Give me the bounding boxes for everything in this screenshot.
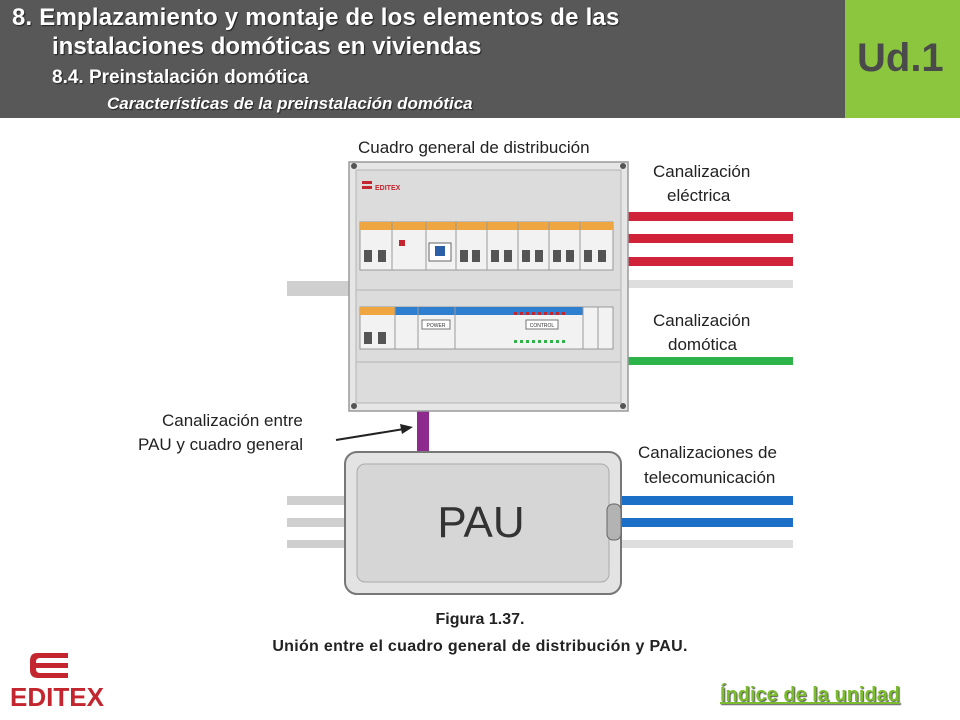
- figure-caption: Unión entre el cuadro general de distrib…: [272, 638, 688, 655]
- unit-badge: Ud.1: [845, 0, 960, 118]
- power-module-label: POWER: [427, 323, 446, 329]
- distribution-board-title: Cuadro general de distribución: [358, 138, 590, 157]
- slide-title-line1: 8. Emplazamiento y montaje de los elemen…: [12, 4, 620, 31]
- telecom-conduit-1: [620, 496, 793, 505]
- link-arrow-line: [335, 428, 405, 441]
- left-conduit-bottom-1: [287, 496, 349, 505]
- slide-header: 8. Emplazamiento y montaje de los elemen…: [0, 0, 845, 118]
- slide-section: Características de la preinstalación dom…: [107, 94, 473, 113]
- slide-title-line2: instalaciones domóticas en viviendas: [52, 33, 482, 60]
- domotic-label-line1: Canalización: [653, 311, 750, 330]
- link-label-line2: PAU y cuadro general: [138, 435, 303, 454]
- figure-number: Figura 1.37.: [435, 611, 525, 628]
- link-arrow-head: [400, 424, 413, 434]
- control-module-label: CONTROL: [530, 323, 555, 329]
- telecom-label-line1: Canalizaciones de: [638, 443, 777, 462]
- domotic-conduit: [628, 357, 793, 365]
- pau-board-link-conduit: [417, 408, 429, 458]
- unit-index-link[interactable]: Índice de la unidad: [720, 684, 901, 706]
- distribution-board: EDITEX: [348, 161, 629, 412]
- electrical-conduit-3: [628, 257, 793, 266]
- pau-box: PAU: [344, 451, 622, 595]
- link-label-line1: Canalización entre: [162, 411, 303, 430]
- board-brand-label: EDITEX: [375, 185, 401, 192]
- slide-subtitle: 8.4. Preinstalación domótica: [52, 67, 309, 88]
- installation-diagram: Cuadro general de distribución EDITEX: [138, 138, 793, 595]
- left-conduit-bottom-3: [287, 540, 349, 548]
- electrical-label-line2: eléctrica: [667, 186, 731, 205]
- telecom-conduit-2: [620, 518, 793, 527]
- left-conduit-bottom-2: [287, 518, 349, 527]
- domotic-label-line2: domótica: [668, 335, 738, 354]
- electrical-label-line1: Canalización: [653, 162, 750, 181]
- editex-logo-text: EDITEX: [10, 682, 105, 712]
- left-conduit-top: [287, 281, 349, 296]
- electrical-conduit-spare: [628, 280, 793, 288]
- pau-label: PAU: [437, 498, 524, 547]
- electrical-conduit-1: [628, 212, 793, 221]
- telecom-label-line2: telecomunicación: [644, 468, 775, 487]
- unit-badge-label: Ud.1: [857, 36, 944, 80]
- electrical-conduit-2: [628, 234, 793, 243]
- editex-logo: EDITEX: [10, 653, 105, 712]
- telecom-conduit-spare: [620, 540, 793, 548]
